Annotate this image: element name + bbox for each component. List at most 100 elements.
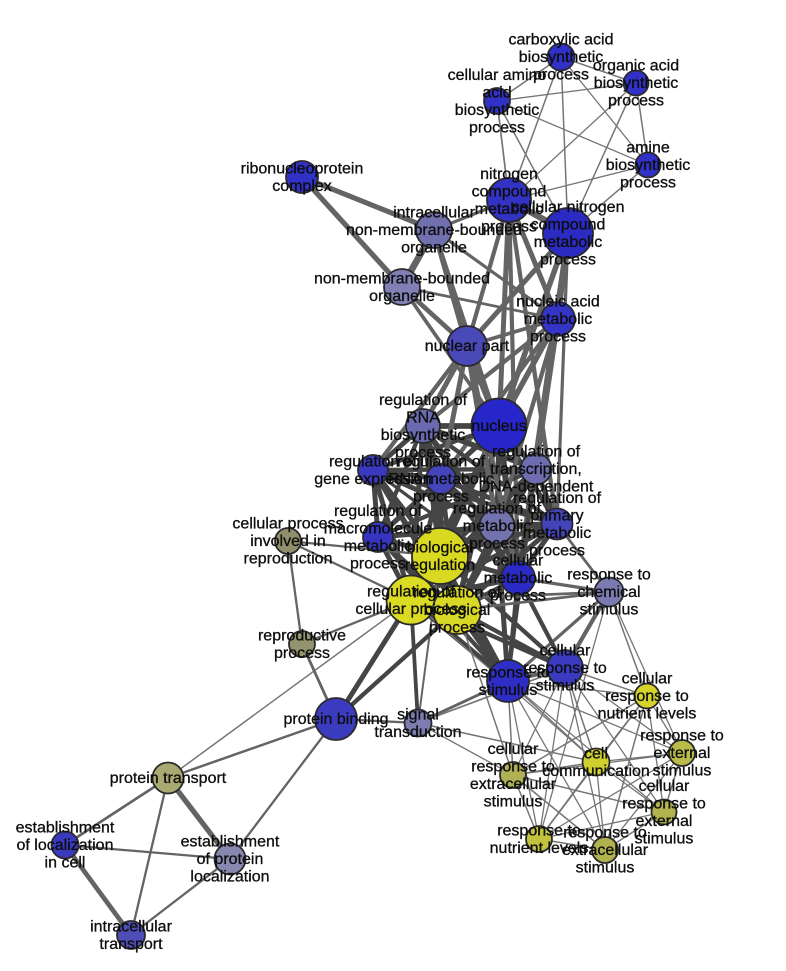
svg-text:DNA-dependent: DNA-dependent	[479, 479, 594, 496]
svg-text:process: process	[540, 251, 596, 268]
svg-text:of localization: of localization	[17, 837, 114, 854]
svg-text:process: process	[533, 67, 589, 84]
svg-text:nutrient levels: nutrient levels	[490, 840, 589, 857]
svg-text:process: process	[529, 543, 585, 560]
svg-text:regulation of: regulation of	[492, 444, 581, 461]
svg-text:carboxylic acid: carboxylic acid	[509, 32, 614, 49]
svg-text:of protein: of protein	[197, 851, 264, 868]
svg-text:ribonucleoprotein: ribonucleoprotein	[241, 160, 364, 177]
svg-text:intracellular: intracellular	[393, 205, 475, 222]
svg-text:process: process	[395, 444, 451, 461]
svg-text:macromolecule: macromolecule	[324, 521, 433, 538]
svg-text:reproduction: reproduction	[244, 551, 333, 568]
svg-text:compound: compound	[531, 216, 606, 233]
svg-text:biosynthetic: biosynthetic	[381, 427, 466, 444]
svg-text:in cell: in cell	[45, 855, 86, 872]
svg-text:complex: complex	[272, 178, 332, 195]
svg-text:response to: response to	[471, 759, 555, 776]
svg-text:biosynthetic: biosynthetic	[519, 49, 604, 66]
svg-text:protein binding: protein binding	[284, 711, 389, 728]
svg-text:protein transport: protein transport	[110, 770, 227, 787]
svg-text:response to: response to	[640, 728, 724, 745]
svg-text:biosynthetic: biosynthetic	[594, 75, 679, 92]
svg-text:process: process	[608, 93, 664, 110]
svg-text:establishment: establishment	[181, 834, 280, 851]
svg-text:stimulus: stimulus	[635, 831, 694, 848]
svg-text:cellular process: cellular process	[232, 516, 343, 533]
svg-text:biological: biological	[407, 540, 474, 557]
svg-text:cell: cell	[584, 746, 608, 763]
svg-text:process: process	[530, 329, 586, 346]
svg-text:nucleus: nucleus	[471, 418, 526, 435]
svg-text:localization: localization	[190, 869, 269, 886]
svg-text:non-membrane-bounded: non-membrane-bounded	[314, 270, 490, 287]
svg-text:nucleic acid: nucleic acid	[516, 294, 600, 311]
svg-text:communication: communication	[542, 763, 650, 780]
svg-text:metabolic: metabolic	[534, 234, 602, 251]
svg-text:regulation of: regulation of	[334, 503, 423, 520]
svg-text:acid: acid	[482, 85, 511, 102]
svg-text:biosynthetic: biosynthetic	[455, 102, 540, 119]
svg-text:response to: response to	[466, 665, 550, 682]
svg-text:metabolic: metabolic	[484, 570, 552, 587]
svg-text:process: process	[469, 119, 525, 136]
svg-text:nuclear part: nuclear part	[425, 338, 510, 355]
svg-text:primary: primary	[530, 508, 583, 525]
svg-text:regulation of: regulation of	[513, 490, 602, 507]
svg-text:extracellular: extracellular	[562, 842, 649, 859]
svg-text:response to: response to	[523, 660, 607, 677]
svg-text:cellular: cellular	[622, 671, 673, 688]
svg-text:process: process	[429, 620, 485, 637]
svg-text:cellular: cellular	[493, 553, 544, 570]
svg-text:cellular: cellular	[540, 643, 591, 660]
svg-text:intracellular: intracellular	[90, 919, 172, 936]
svg-text:response to: response to	[567, 567, 651, 584]
svg-text:stimulus: stimulus	[479, 682, 538, 699]
svg-text:biosynthetic: biosynthetic	[606, 157, 691, 174]
svg-text:stimulus: stimulus	[576, 860, 635, 877]
svg-text:non-membrane-bounded: non-membrane-bounded	[346, 222, 522, 239]
svg-text:external: external	[636, 813, 693, 830]
svg-text:involved in: involved in	[250, 533, 326, 550]
svg-text:cellular amino: cellular amino	[448, 67, 547, 84]
svg-text:establishment: establishment	[16, 820, 115, 837]
svg-text:gene expression: gene expression	[314, 471, 431, 488]
svg-text:nitrogen: nitrogen	[480, 166, 538, 183]
svg-text:organic acid: organic acid	[593, 58, 679, 75]
svg-text:amine: amine	[626, 140, 670, 157]
svg-text:external: external	[654, 745, 711, 762]
svg-text:regulation: regulation	[405, 557, 475, 574]
svg-text:organelle: organelle	[369, 288, 435, 305]
svg-text:process: process	[469, 536, 525, 553]
svg-text:response to: response to	[605, 688, 689, 705]
svg-text:response to: response to	[622, 796, 706, 813]
svg-text:response to: response to	[563, 825, 647, 842]
svg-text:organelle: organelle	[401, 240, 467, 257]
svg-text:stimulus: stimulus	[536, 678, 595, 695]
svg-text:process: process	[274, 645, 330, 662]
svg-text:stimulus: stimulus	[653, 763, 712, 780]
svg-text:process: process	[620, 175, 676, 192]
svg-text:reproductive: reproductive	[258, 628, 346, 645]
svg-text:stimulus: stimulus	[580, 602, 639, 619]
svg-text:biological: biological	[424, 602, 491, 619]
svg-text:cellular: cellular	[639, 778, 690, 795]
svg-text:regulation of: regulation of	[379, 392, 468, 409]
svg-text:regulation of: regulation of	[453, 501, 542, 518]
svg-text:transduction: transduction	[374, 724, 461, 741]
svg-text:metabolic: metabolic	[475, 201, 543, 218]
svg-text:metabolic: metabolic	[344, 538, 412, 555]
svg-text:regulation of: regulation of	[367, 584, 456, 601]
svg-text:regulation of: regulation of	[397, 454, 486, 471]
svg-text:nutrient levels: nutrient levels	[598, 706, 697, 723]
svg-text:transcription,: transcription,	[490, 461, 582, 478]
svg-text:cellular: cellular	[488, 741, 539, 758]
svg-text:RNA metabolic: RNA metabolic	[388, 471, 494, 488]
svg-text:regulation of: regulation of	[413, 585, 502, 602]
svg-text:compound: compound	[472, 183, 547, 200]
svg-text:regulation of: regulation of	[329, 453, 418, 470]
svg-text:chemical: chemical	[577, 584, 640, 601]
svg-text:cellular process: cellular process	[355, 601, 466, 618]
svg-text:signal: signal	[397, 707, 439, 724]
svg-text:transport: transport	[99, 936, 163, 953]
